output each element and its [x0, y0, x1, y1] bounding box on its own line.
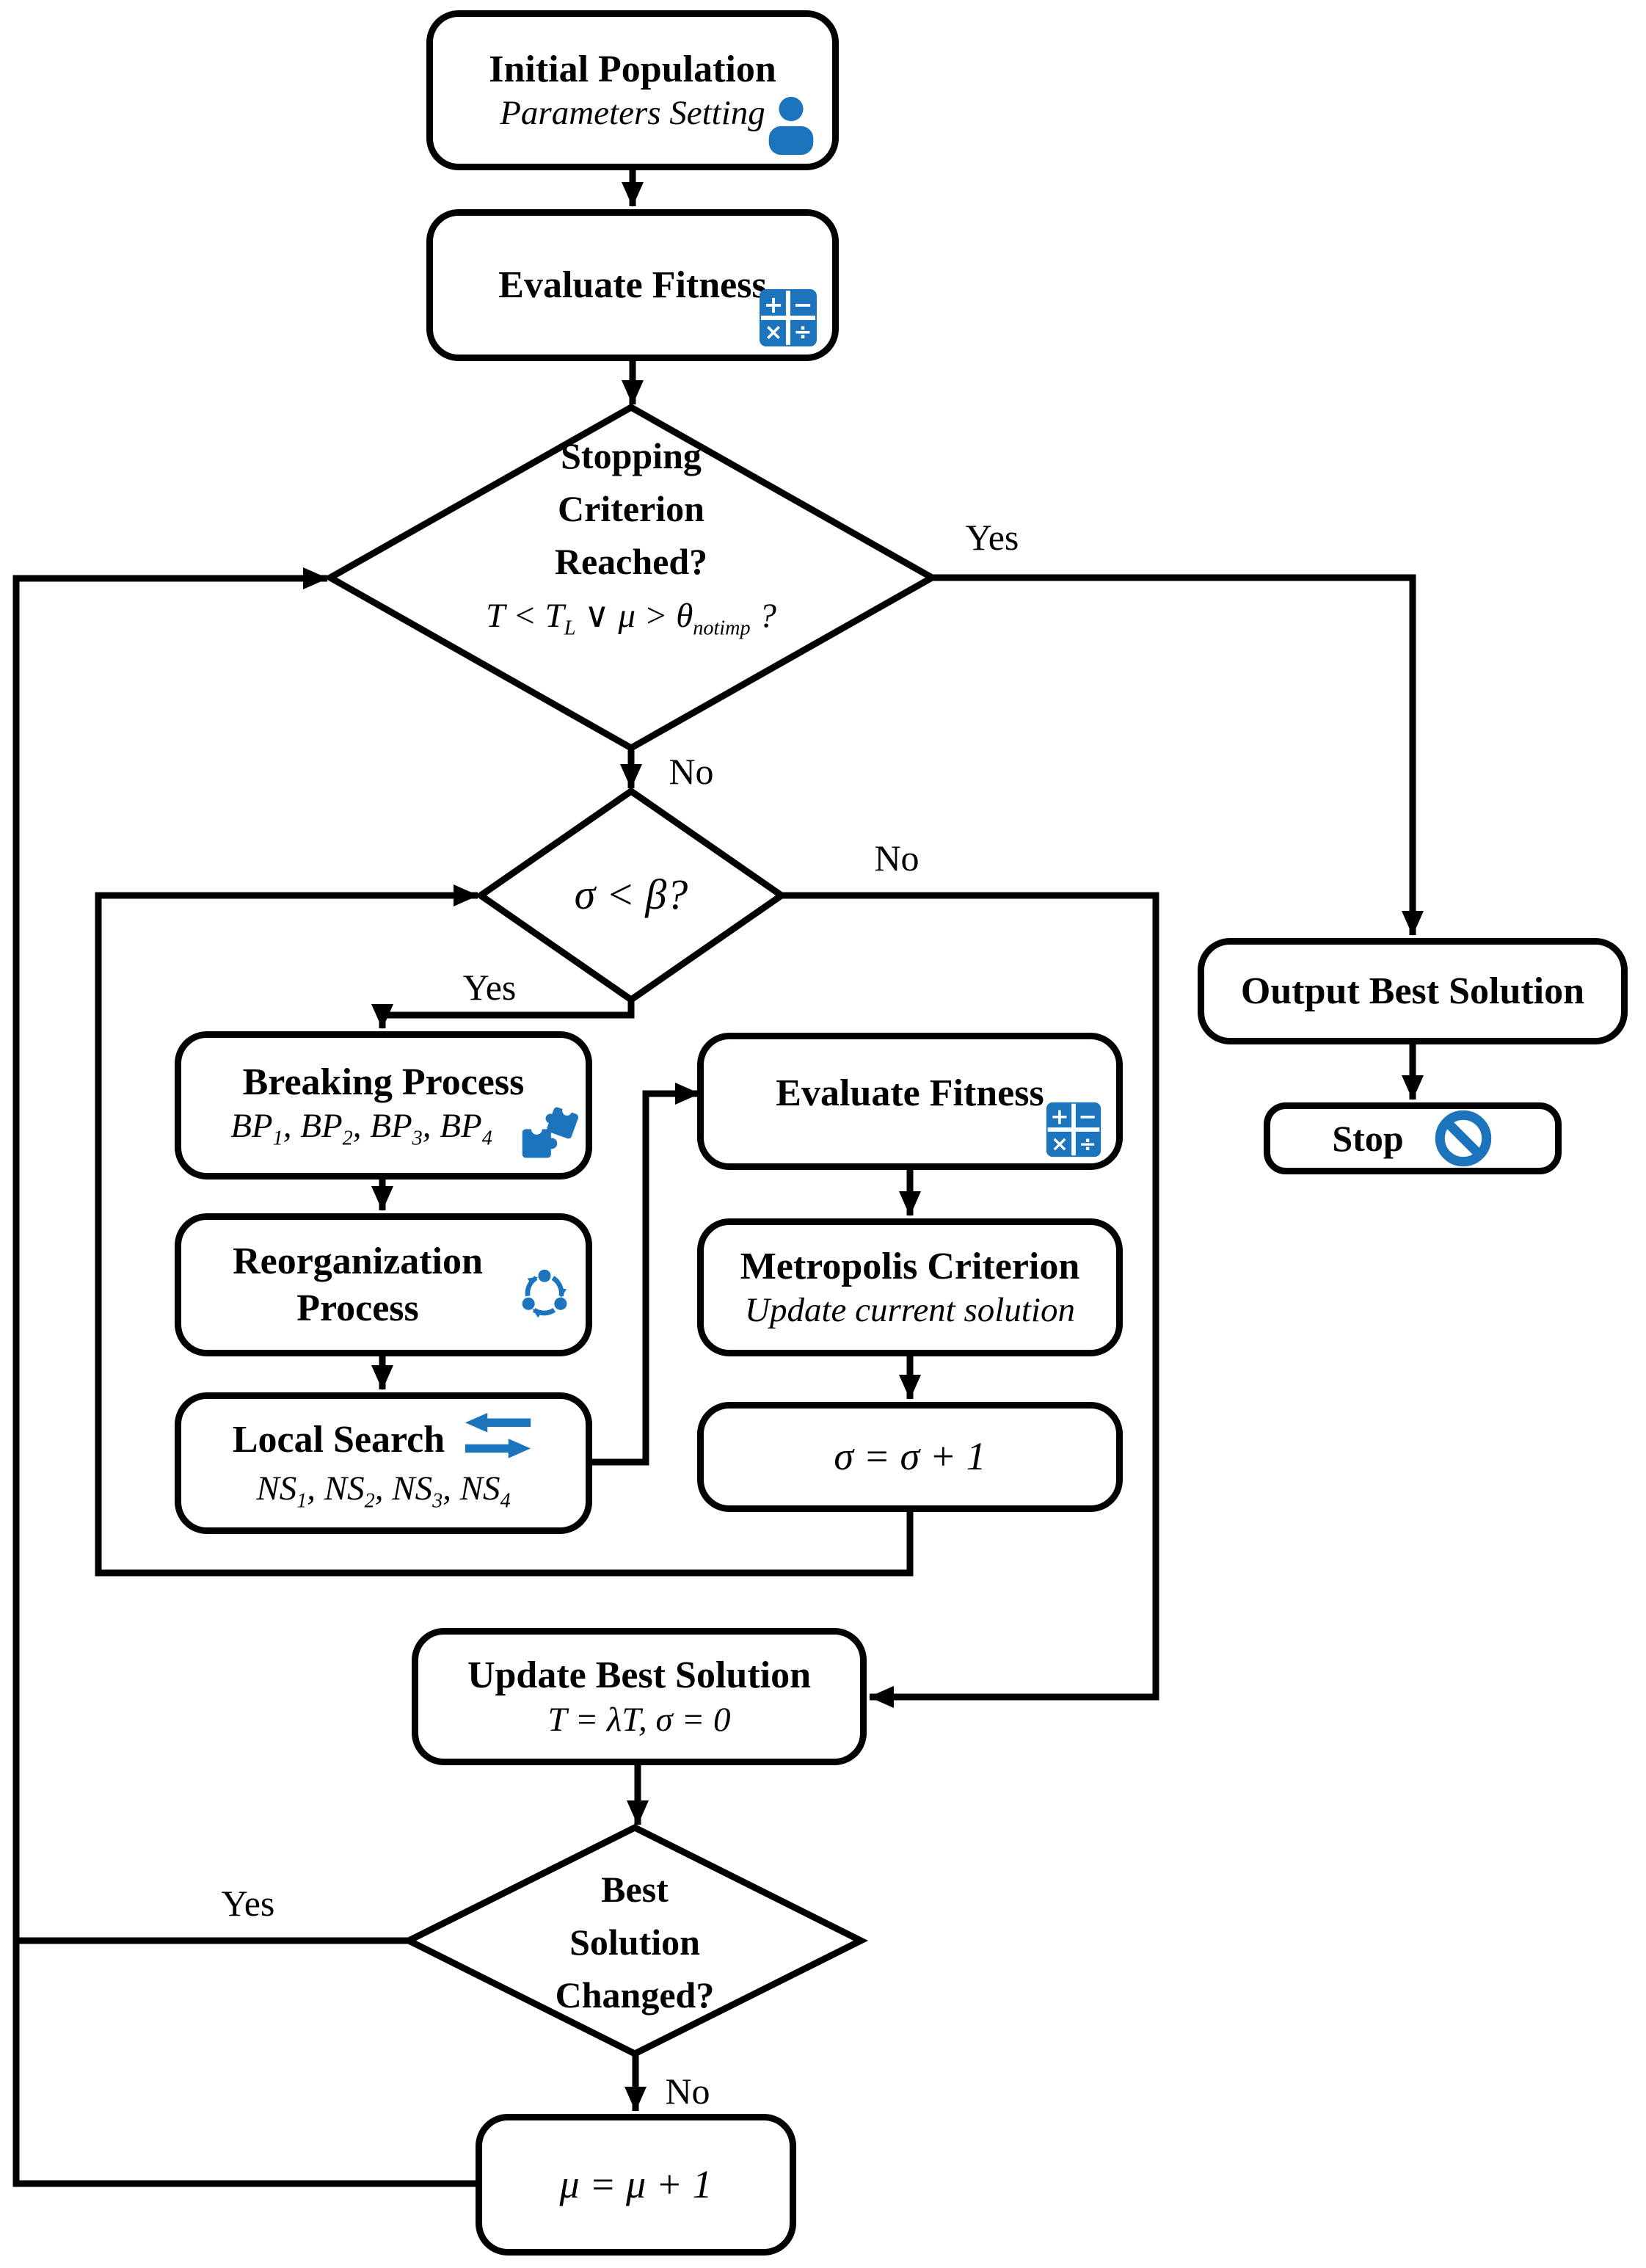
swap-arrows-icon	[461, 1412, 534, 1468]
best-changed-line1: Best	[601, 1869, 669, 1910]
best-changed-line2: Solution	[569, 1922, 700, 1963]
label-best-yes: Yes	[221, 1883, 275, 1924]
breaking-process-title: Breaking Process	[242, 1061, 525, 1103]
local-search-title: Local Search	[232, 1419, 445, 1461]
reorganization-title-line1: Reorganization	[233, 1240, 483, 1283]
sigma-beta-check-text: σ < β?	[484, 870, 778, 919]
best-changed-line3: Changed?	[555, 1974, 715, 2016]
svg-text:−: −	[793, 291, 813, 319]
stopping-line3: Reached?	[554, 541, 708, 582]
stopping-line1: Stopping	[561, 435, 702, 476]
label-stopping-no: No	[669, 751, 714, 792]
sigma-increment-formula: σ = σ + 1	[834, 1434, 986, 1479]
evaluate-fitness-inner-title: Evaluate Fitness	[776, 1072, 1044, 1114]
update-best-solution-formula: T = λT, σ = 0	[547, 1700, 731, 1739]
svg-text:+: +	[764, 291, 784, 319]
update-best-solution-title: Update Best Solution	[467, 1654, 812, 1697]
puzzle-icon	[520, 1104, 580, 1161]
mu-increment-formula: μ = μ + 1	[559, 2162, 713, 2206]
output-best-solution-title: Output Best Solution	[1240, 970, 1585, 1012]
initial-population-title: Initial Population	[489, 48, 776, 90]
edge-mu-loop-back	[12, 1938, 476, 2187]
svg-text:×: ×	[1051, 1131, 1068, 1156]
stopping-line2: Criterion	[558, 488, 704, 529]
node-stop: Stop	[1264, 1102, 1562, 1174]
edge-sigma-no-to-update	[782, 892, 1159, 1708]
reorganization-title-line2: Process	[296, 1287, 419, 1329]
label-best-no: No	[665, 2071, 710, 2112]
svg-text:×: ×	[764, 320, 782, 346]
initial-population-subtitle: Parameters Setting	[500, 94, 765, 133]
edge-sigma-loop-back	[95, 884, 914, 1577]
edge-sigma-yes-to-breaking	[371, 1000, 635, 1029]
node-sigma-increment: σ = σ + 1	[697, 1402, 1123, 1512]
edge-stopping-yes-to-output	[932, 574, 1424, 936]
best-solution-changed-text: Best Solution Changed?	[488, 1863, 782, 2021]
edge-best-yes-loop-back	[12, 567, 409, 1944]
node-initial-population: Initial Population Parameters Setting	[426, 10, 839, 170]
label-stopping-yes: Yes	[965, 517, 1019, 558]
cycle-icon	[517, 1265, 572, 1321]
stop-title: Stop	[1332, 1117, 1404, 1159]
calculator-icon: + − × ÷	[757, 287, 819, 349]
metropolis-title: Metropolis Criterion	[740, 1245, 1080, 1287]
node-output-best-solution: Output Best Solution	[1198, 938, 1628, 1044]
node-local-search: Local Search NS1, NS2, NS3, NS4	[175, 1392, 592, 1534]
person-icon	[762, 92, 820, 155]
svg-text:+: +	[1050, 1104, 1069, 1130]
label-sigma-yes: Yes	[462, 967, 517, 1008]
sigma-beta-formula: σ < β?	[574, 871, 688, 918]
node-update-best-solution: Update Best Solution T = λT, σ = 0	[412, 1628, 867, 1765]
evaluate-fitness-top-title: Evaluate Fitness	[498, 263, 767, 306]
label-sigma-no: No	[874, 837, 919, 879]
stopping-criterion-text: Stopping Criterion Reached? T < TL ∨ μ >…	[407, 429, 855, 640]
svg-text:÷: ÷	[793, 320, 812, 346]
node-reorganization-process: Reorganization Process	[175, 1213, 592, 1356]
node-evaluate-fitness-inner: Evaluate Fitness + − × ÷	[697, 1033, 1123, 1170]
node-mu-increment: μ = μ + 1	[476, 2114, 796, 2256]
metropolis-subtitle: Update current solution	[745, 1291, 1075, 1330]
stopping-formula: T < TL ∨ μ > θnotimp ?	[486, 597, 776, 640]
calculator-icon: + − × ÷	[1044, 1100, 1103, 1159]
node-metropolis-criterion: Metropolis Criterion Update current solu…	[697, 1218, 1123, 1356]
node-breaking-process: Breaking Process BP1, BP2, BP3, BP4	[175, 1031, 592, 1180]
local-search-formula: NS1, NS2, NS3, NS4	[256, 1469, 511, 1513]
node-evaluate-fitness-top: Evaluate Fitness + − × ÷	[426, 209, 839, 361]
breaking-process-formula: BP1, BP2, BP3, BP4	[230, 1107, 492, 1150]
svg-text:−: −	[1078, 1104, 1097, 1130]
edge-local-to-evaluate-inner	[592, 1083, 700, 1466]
prohibition-icon	[1433, 1108, 1493, 1168]
svg-text:÷: ÷	[1079, 1131, 1096, 1156]
